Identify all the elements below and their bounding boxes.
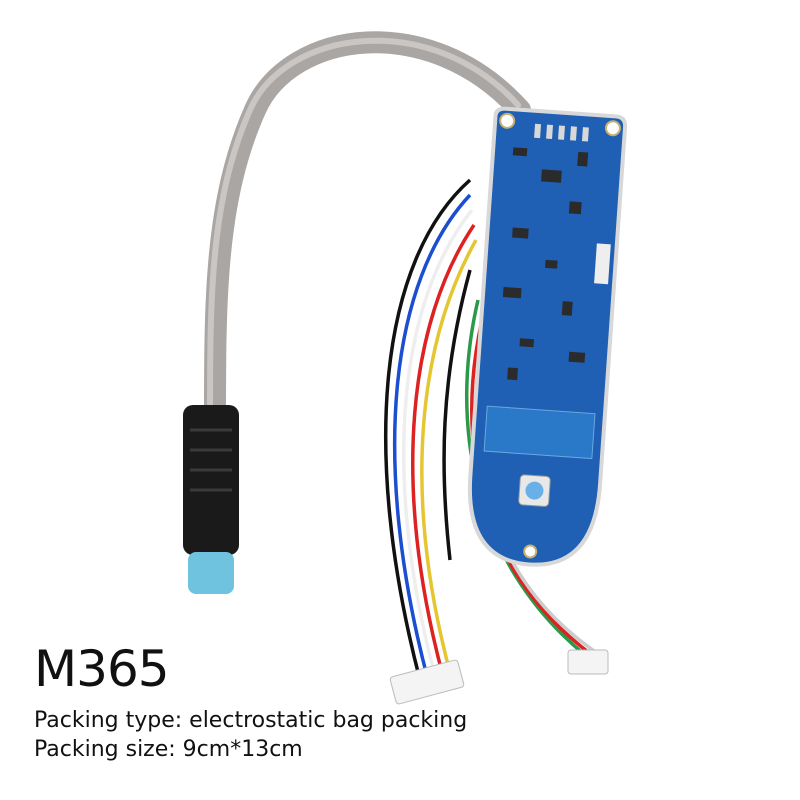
white-plug-right [567,649,609,675]
model-title: M365 [34,640,170,698]
packing-size: Packing size: 9cm*13cm [34,737,303,762]
pcb-board [467,106,628,567]
white-plug-left [389,659,465,705]
cable-connector [183,405,239,594]
packing-type: Packing type: electrostatic bag packing [34,708,468,733]
grey-cable-highlight [207,37,521,423]
